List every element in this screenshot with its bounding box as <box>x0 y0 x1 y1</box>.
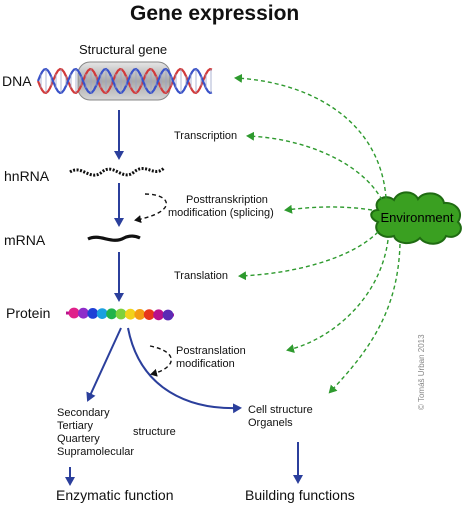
env-arrow-posttranscription <box>284 204 373 214</box>
process-label-posttranslation: Postranslation modification <box>176 345 246 370</box>
stage-label-mrna: mRNA <box>4 232 46 248</box>
arrow-protein-to-structure <box>86 327 122 402</box>
page-title: Gene expression <box>130 2 300 25</box>
environment-label: Environment <box>380 210 454 225</box>
mrna-strand <box>87 234 141 242</box>
stage-label-hnrna: hnRNA <box>4 168 50 184</box>
protein-bead <box>106 308 117 320</box>
protein-bead <box>162 309 174 321</box>
protein-bead <box>68 307 80 319</box>
arrow-posttranslation <box>149 345 172 377</box>
protein-bead <box>124 308 136 320</box>
structure-levels-list: Secondary Tertiary Quartery Supramolecul… <box>57 407 135 458</box>
cell-structure-label: Cell structure Organels <box>248 404 313 429</box>
protein-bead <box>96 308 108 319</box>
protein-bead <box>115 308 127 320</box>
process-label-posttranscription: Posttranskription modification (splicing… <box>168 194 274 219</box>
process-label-transcription: Transcription <box>174 130 238 142</box>
protein-bead <box>143 309 155 320</box>
arrow-protein-to-cell-structure <box>127 327 242 414</box>
arrow-splicing <box>134 193 168 223</box>
protein-chain <box>65 307 175 321</box>
dna-helix <box>36 61 213 101</box>
env-arrow-dna <box>234 73 387 199</box>
process-label-translation: Translation <box>174 270 229 282</box>
env-arrow-cell-structure <box>328 243 401 394</box>
structure-word: structure <box>133 426 176 438</box>
environment-cloud <box>370 191 462 245</box>
stage-label-protein: Protein <box>6 305 51 321</box>
env-arrow-translation <box>238 231 379 281</box>
protein-bead <box>134 309 146 320</box>
protein-bead <box>87 308 99 319</box>
structural-gene-label: Structural gene <box>79 42 168 57</box>
hnrna-strand <box>69 166 166 177</box>
protein-bead <box>153 309 165 321</box>
outcome-enzymatic: Enzymatic function <box>56 487 174 503</box>
env-arrow-transcription <box>246 131 383 201</box>
protein-bead <box>78 307 89 319</box>
stage-label-dna: DNA <box>2 73 32 89</box>
outcome-building: Building functions <box>245 487 355 503</box>
env-arrow-posttranslation <box>286 239 389 353</box>
copyright-text: © Tomáš Urban 2013 <box>417 334 426 410</box>
